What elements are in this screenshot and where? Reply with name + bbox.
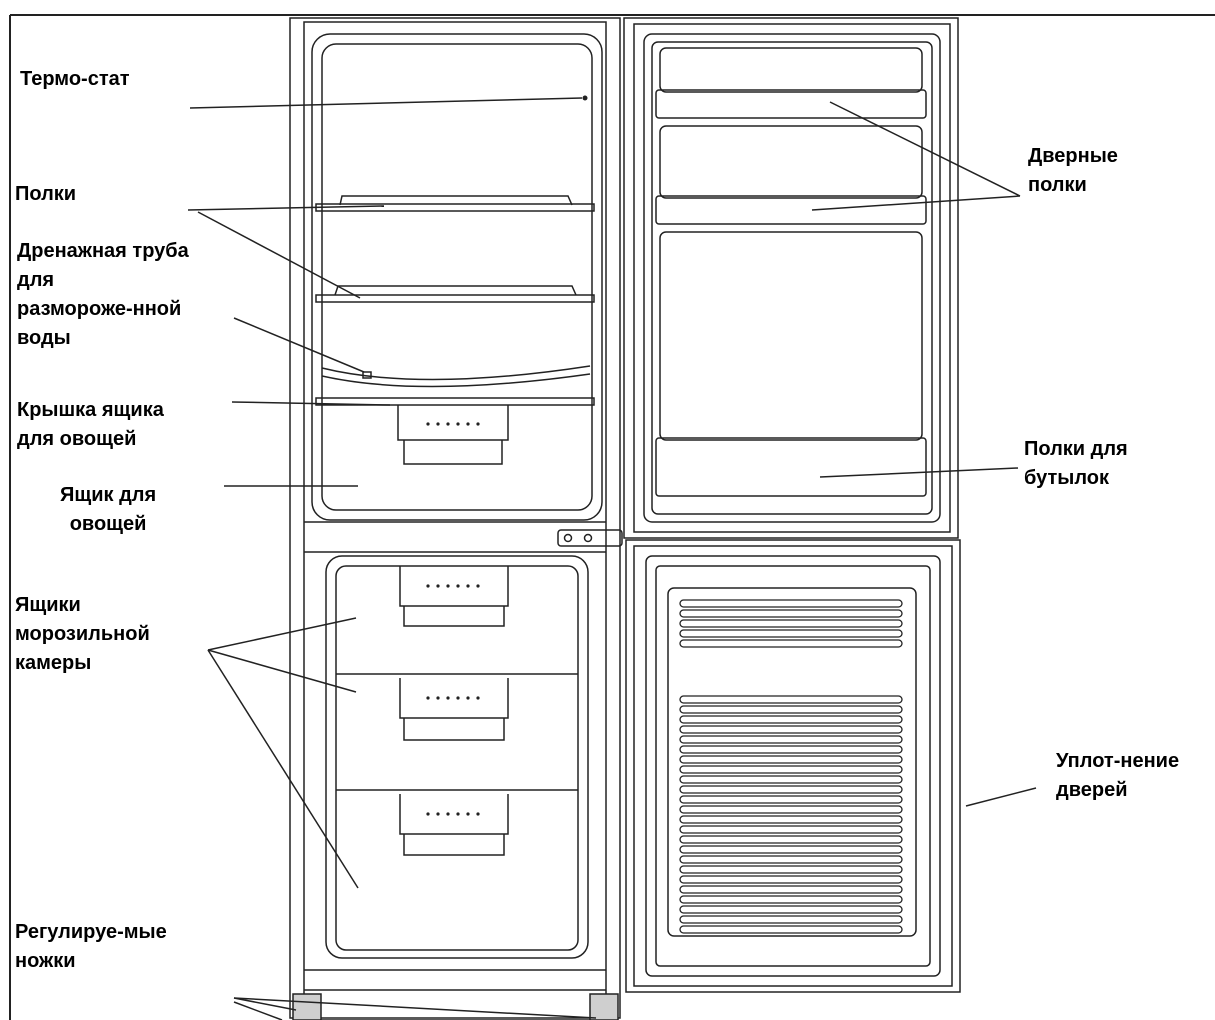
vent-slat xyxy=(679,755,903,764)
crisper xyxy=(315,397,595,465)
fridge-body xyxy=(289,17,621,1020)
vent-slat xyxy=(679,785,903,794)
vent-slat xyxy=(679,885,903,894)
vent-slat xyxy=(679,775,903,784)
label-bottle-shelves: Полки для бутылок xyxy=(1024,438,1128,489)
vent-slat xyxy=(679,875,903,884)
freezer-door xyxy=(625,539,961,993)
vent-slat xyxy=(679,725,903,734)
crisper-dots xyxy=(426,422,480,426)
vent-slat xyxy=(679,765,903,774)
vent-slat xyxy=(679,705,903,714)
vent-slat xyxy=(679,619,903,628)
label-crisper-cover: Крышка ящика для овощей xyxy=(17,399,164,450)
vent-slat xyxy=(679,905,903,914)
label-adjustable-feet: Регулируе-мые ножки xyxy=(15,921,167,972)
vent-slat xyxy=(679,795,903,804)
vent-slat xyxy=(679,629,903,638)
label-door-seal: Уплот-нение дверей xyxy=(1056,750,1180,801)
vent-slat xyxy=(679,805,903,814)
vent-slat xyxy=(679,925,903,934)
label-shelves: Полки xyxy=(15,183,77,205)
thermostat-knob xyxy=(582,95,588,101)
drain-channel xyxy=(321,365,591,388)
freezer-drawers xyxy=(336,566,578,856)
vent-slat xyxy=(679,825,903,834)
shelves xyxy=(315,195,595,303)
vent-slat xyxy=(679,855,903,864)
vent-slat xyxy=(679,845,903,854)
leader-lines xyxy=(187,97,1037,1020)
vent-slat xyxy=(679,599,903,608)
door-seal-vents xyxy=(679,599,903,934)
vent-slat xyxy=(679,835,903,844)
vent-slat xyxy=(679,895,903,904)
fridge-door xyxy=(623,17,959,539)
vent-slat xyxy=(679,745,903,754)
vent-slat xyxy=(679,609,903,618)
label-crisper: Ящик для овощей xyxy=(60,484,157,535)
vent-slat xyxy=(679,815,903,824)
vent-slat xyxy=(679,915,903,924)
hinge xyxy=(557,529,623,547)
label-drain-pipe: Дренажная труба для размороже-нной воды xyxy=(17,240,189,349)
vent-slat xyxy=(679,735,903,744)
vent-slat xyxy=(679,715,903,724)
vent-slat xyxy=(679,695,903,704)
freezer-drawer-dots xyxy=(426,584,480,816)
frame xyxy=(9,14,1215,1020)
label-door-shelves: Дверные полки xyxy=(1028,145,1118,196)
label-freezer-drawers: Ящики морозильной камеры xyxy=(15,594,150,674)
label-thermostat: Термо-стат xyxy=(20,68,130,90)
adjustable-feet-shapes xyxy=(292,993,619,1020)
vent-slat xyxy=(679,639,903,648)
vent-slat xyxy=(679,865,903,874)
